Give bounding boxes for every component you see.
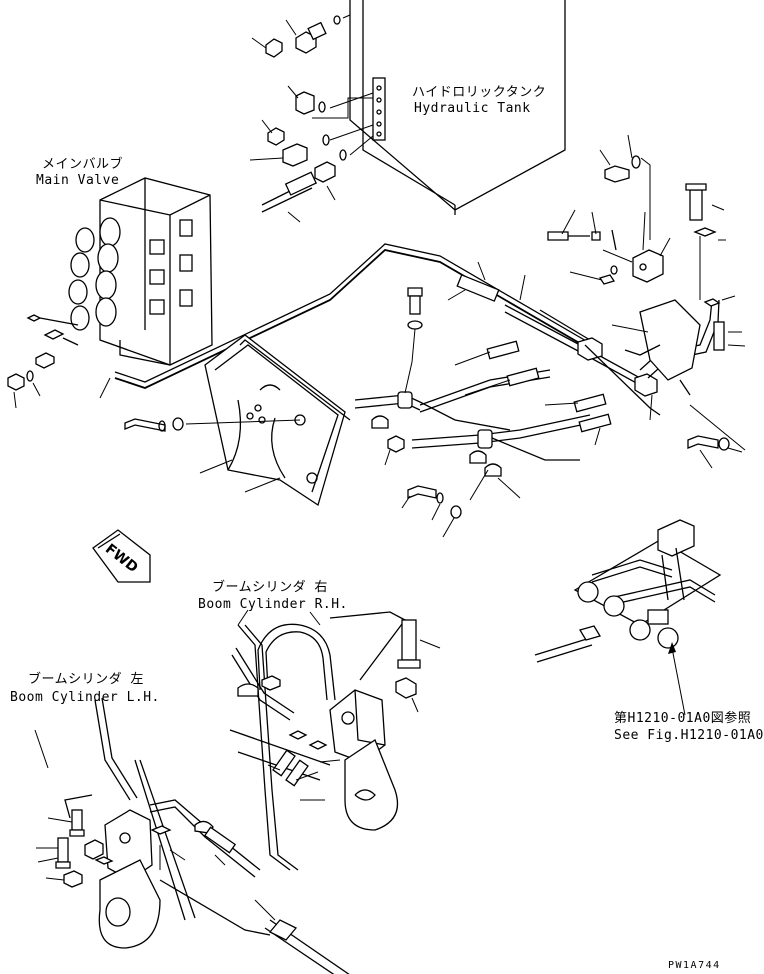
tank-hose	[261, 171, 317, 223]
center-hoses	[354, 261, 612, 538]
fwd-arrow: FWD	[92, 529, 151, 583]
label-hydraulic-tank-jp: ハイドロリックタンク	[412, 85, 546, 100]
label-see-fig-jp: 第H1210-01A0図参照	[614, 710, 751, 726]
hydraulic-tank	[349, 0, 566, 215]
label-boom-rh-jp: ブームシリンダ 右	[212, 579, 328, 595]
cover-plate	[124, 334, 351, 507]
drawing-number: PW1A744	[668, 960, 721, 971]
labels: ハイドロリックタンク Hydraulic Tank メインバルブ Main Va…	[10, 85, 764, 971]
sub-assembly	[534, 519, 722, 716]
label-boom-rh-en: Boom Cylinder R.H.	[198, 597, 348, 612]
right-bracket-block	[504, 134, 746, 469]
main-valve	[7, 177, 213, 409]
boom-cylinder-rh	[229, 609, 441, 871]
boom-cylinder-lh	[34, 697, 350, 974]
fwd-label: FWD	[102, 541, 141, 576]
label-hydraulic-tank-en: Hydraulic Tank	[414, 101, 531, 116]
label-boom-lh-jp: ブームシリンダ 左	[28, 671, 144, 687]
label-main-valve-jp: メインバルブ	[42, 156, 123, 172]
tank-fittings	[249, 14, 374, 201]
label-main-valve-en: Main Valve	[36, 173, 119, 188]
label-see-fig-en: See Fig.H1210-01A0	[614, 728, 764, 743]
label-boom-lh-en: Boom Cylinder L.H.	[10, 690, 160, 705]
